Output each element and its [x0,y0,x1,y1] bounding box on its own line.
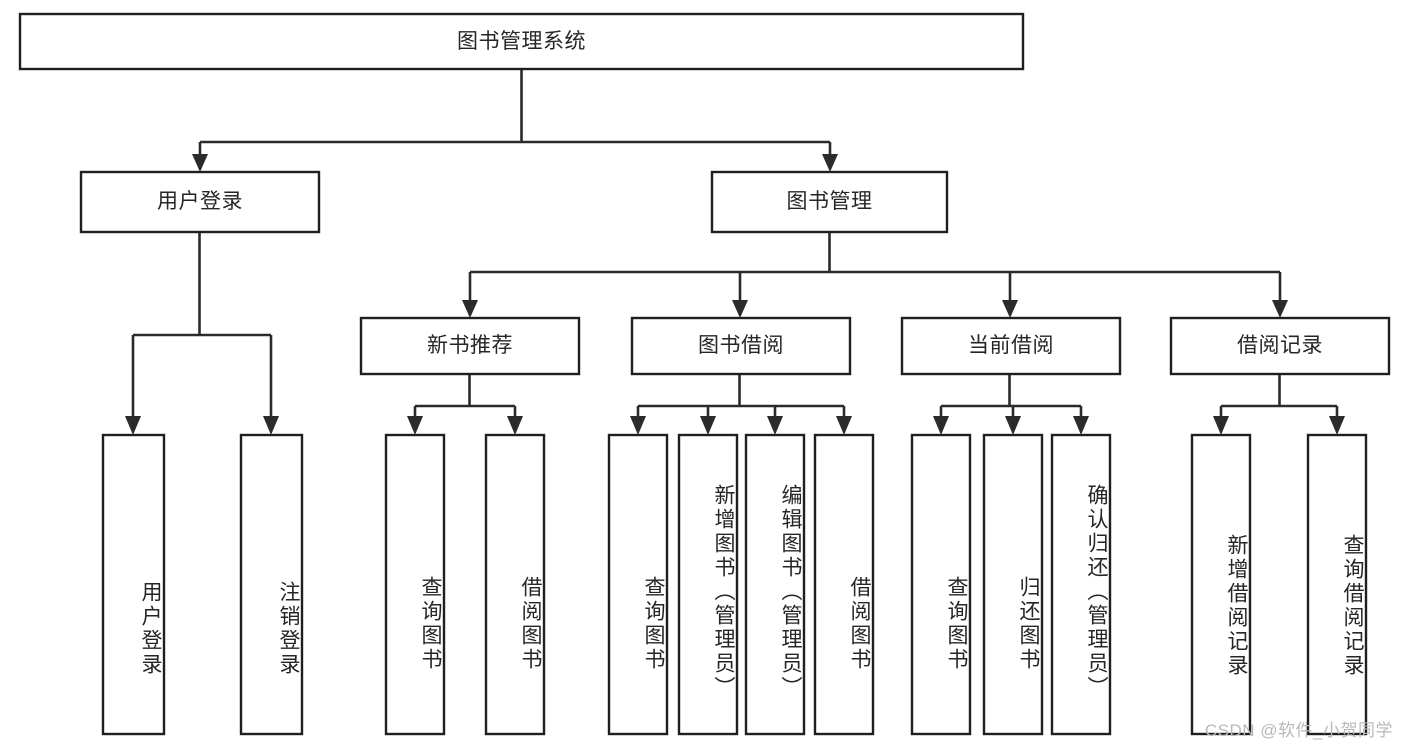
arrowhead-leaf-borrow-book [836,416,852,435]
node-box-leaf-query-book-borrow[interactable] [607,433,669,736]
node-box-leaf-logout-login[interactable] [239,433,304,736]
node-box-leaf-borrow-book-rec[interactable] [484,433,546,736]
node-box-leaf-add-book-admin[interactable] [677,433,739,736]
arrowhead-borrow-records [1272,300,1288,318]
node-box-user-login[interactable] [79,170,321,234]
arrowhead-new-book-recommend [462,300,478,318]
connector-group-user-login [125,232,279,435]
arrowhead-leaf-query-borrow-record [1329,416,1345,435]
arrowhead-leaf-borrow-book-rec [507,416,523,435]
watermark-text: CSDN @软件_小贺同学 [1204,721,1393,740]
connector-group-current-borrow [933,374,1089,435]
node-box-new-book-recommend[interactable] [359,316,581,376]
arrowhead-leaf-query-book-rec [407,416,423,435]
arrowhead-book-borrow [732,300,748,318]
node-box-borrow-records[interactable] [1169,316,1391,376]
arrowhead-leaf-user-login [125,416,141,435]
node-box-leaf-edit-book-admin[interactable] [744,433,806,736]
node-box-book-borrow[interactable] [630,316,852,376]
node-box-current-borrow[interactable] [900,316,1122,376]
node-box-leaf-query-book-current[interactable] [910,433,972,736]
arrowhead-current-borrow [1002,300,1018,318]
connector-group-book-borrow [630,374,852,435]
node-box-leaf-confirm-return-admin[interactable] [1050,433,1112,736]
arrowhead-leaf-add-borrow-record [1213,416,1229,435]
node-box-root[interactable] [18,12,1025,71]
node-box-leaf-user-login[interactable] [101,433,166,736]
connector-group-book-management [462,232,1288,318]
node-box-leaf-query-book-rec[interactable] [384,433,446,736]
connector-group-root [192,69,838,172]
node-box-book-management[interactable] [710,170,949,234]
node-box-leaf-add-borrow-record[interactable] [1190,433,1252,736]
arrowhead-leaf-logout-login [263,416,279,435]
arrowhead-leaf-confirm-return-admin [1073,416,1089,435]
arrowhead-leaf-query-book-borrow [630,416,646,435]
arrowhead-leaf-return-book [1005,416,1021,435]
node-box-leaf-return-book[interactable] [982,433,1044,736]
node-box-leaf-query-borrow-record[interactable] [1306,433,1368,736]
arrowhead-leaf-edit-book-admin [767,416,783,435]
arrowhead-leaf-add-book-admin [700,416,716,435]
connector-group-borrow-records [1213,374,1345,435]
arrowhead-leaf-query-book-current [933,416,949,435]
node-box-leaf-borrow-book[interactable] [813,433,875,736]
arrowhead-user-login [192,154,208,172]
arrowhead-book-management [822,154,838,172]
connector-group-new-book-recommend [407,374,523,435]
